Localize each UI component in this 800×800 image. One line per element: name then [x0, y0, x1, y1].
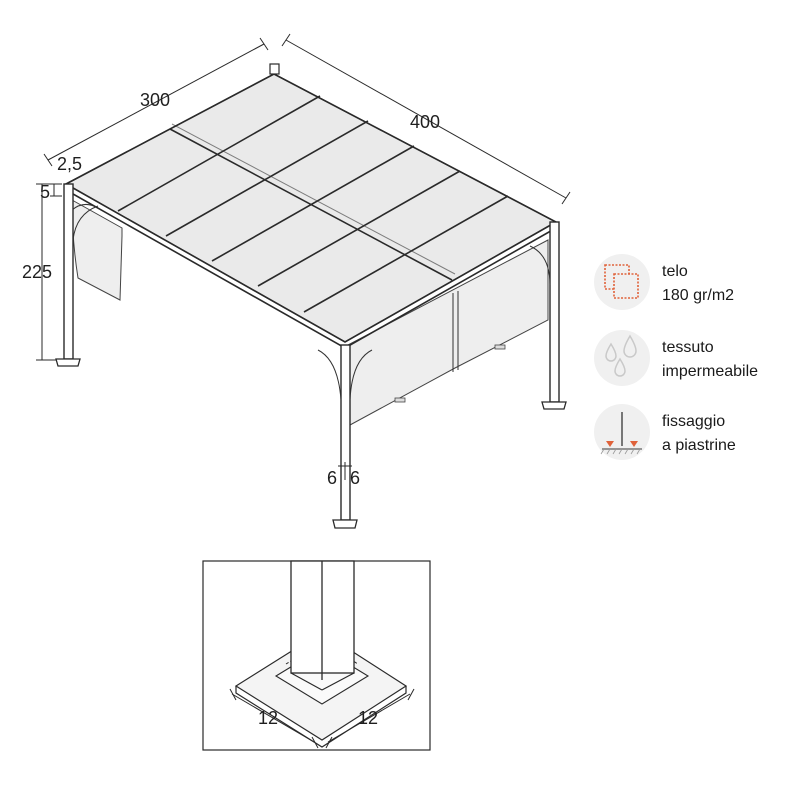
dim-base-right: 12 — [358, 708, 378, 728]
feature-anchor-line2: a piastrine — [662, 437, 736, 454]
feature-waterproof-line2: impermeabile — [662, 363, 758, 380]
feature-canvas-line2: 180 gr/m2 — [662, 287, 734, 304]
post-back-left — [55, 183, 99, 367]
water-drops-icon — [605, 334, 637, 377]
post-front — [317, 344, 373, 529]
dim-roof-offset: 2,5 — [57, 154, 82, 174]
feature-canvas-line1: telo — [662, 263, 688, 280]
dim-depth: 400 — [410, 112, 440, 132]
feature-waterproof-line1: tessuto — [662, 339, 714, 356]
dim-height: 225 — [22, 262, 52, 282]
dim-post-left: 6 — [327, 468, 337, 488]
dim-base-left: 12 — [258, 708, 278, 728]
dim-post-right: 6 — [350, 468, 360, 488]
feature-anchor: fissaggio a piastrine — [594, 404, 736, 460]
feature-waterproof: tessuto impermeabile — [594, 330, 758, 386]
dim-roof-thickness: 5 — [40, 182, 50, 202]
side-curtain-left — [71, 199, 123, 301]
anchor-plate-icon — [600, 412, 642, 455]
features-list: telo 180 gr/m2 tessuto impermeabile — [594, 254, 758, 460]
dim-width: 300 — [140, 90, 170, 110]
feature-anchor-line1: fissaggio — [662, 413, 725, 430]
feature-canvas: telo 180 gr/m2 — [594, 254, 734, 310]
dimension-lines — [36, 33, 571, 480]
canvas-layers-icon — [604, 264, 639, 299]
pergola — [55, 63, 567, 529]
base-plate-detail: 12 12 — [202, 560, 431, 751]
post-back-right — [529, 221, 567, 410]
